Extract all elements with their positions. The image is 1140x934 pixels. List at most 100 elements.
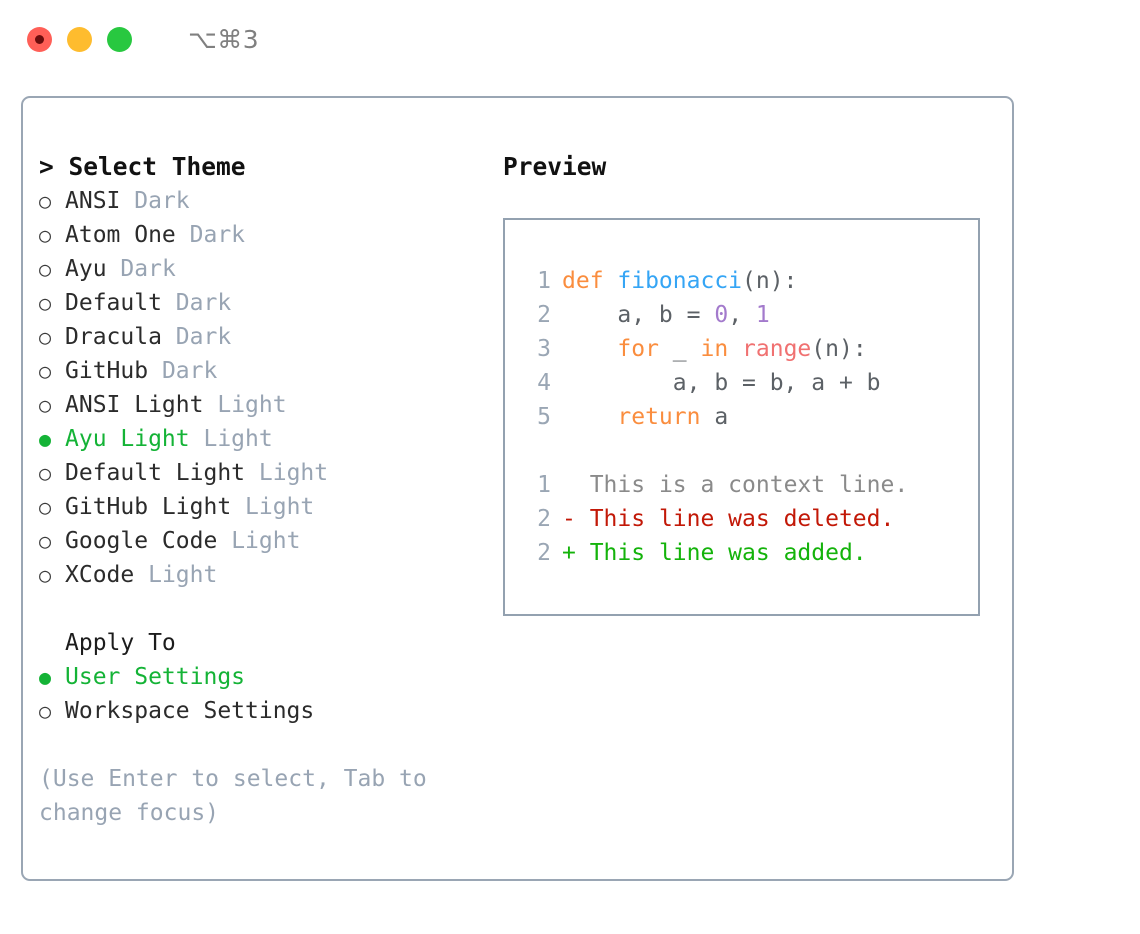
code-token-plain — [728, 336, 742, 362]
theme-option-label: Google Code — [65, 528, 218, 554]
diff-line-text: This line was deleted. — [575, 506, 895, 532]
theme-option-label: GitHub — [65, 358, 149, 384]
theme-option-ayu[interactable]: ○Ayu Dark — [39, 252, 493, 286]
select-theme-heading: > Select Theme — [39, 152, 246, 181]
radio-unselected-icon: ○ — [39, 699, 52, 723]
maximize-button[interactable] — [107, 26, 132, 52]
diff-line-text: This line was added. — [575, 540, 867, 566]
code-token-punc: (n): — [811, 336, 867, 362]
diff-line-add: 2 + This line was added. — [521, 536, 978, 570]
code-token-num: 0 — [714, 302, 729, 328]
diff-marker: - — [562, 506, 576, 532]
apply-to-heading-row: ○ Apply To — [39, 626, 493, 660]
radio-selected-icon: ● — [39, 427, 52, 451]
apply-to-option-label: User Settings — [65, 664, 246, 690]
diff-marker: + — [562, 540, 576, 566]
theme-option-variant-tag: Dark — [134, 188, 190, 214]
theme-option-label: GitHub Light — [65, 494, 232, 520]
radio-unselected-icon: ○ — [39, 325, 52, 349]
theme-option-default[interactable]: ○ Default Dark — [39, 286, 493, 320]
code-token-plain: a — [700, 404, 729, 430]
code-line-content: for _ in range(n): — [562, 332, 867, 366]
theme-option-label: Default Light — [65, 460, 246, 486]
apply-to-heading-indent: ○ — [39, 626, 65, 660]
keyboard-hint-text: (Use Enter to select, Tab to change focu… — [39, 766, 441, 826]
code-line-content: def fibonacci(n): — [562, 264, 797, 298]
settings-card: > Select Theme ○ANSI Dark○Atom One Dark○… — [21, 96, 1014, 881]
theme-option-gap — [190, 422, 204, 456]
preview-heading: Preview — [503, 152, 607, 181]
theme-option-label: Default — [65, 290, 162, 316]
code-token-plain: a, b = b, a + b — [562, 370, 881, 396]
theme-option-variant-tag: Light — [148, 562, 218, 588]
code-token-kw: def — [562, 268, 618, 294]
code-token-plain: _ — [658, 336, 701, 362]
theme-option-label: ANSI — [65, 188, 121, 214]
theme-option-google-code[interactable]: ○Google Code Light — [39, 524, 493, 558]
theme-option-gap — [245, 456, 259, 490]
line-number: 5 — [537, 404, 551, 430]
radio-unselected-icon: ○ — [39, 359, 52, 383]
radio-unselected-icon: ○ — [39, 563, 52, 587]
line-number: 1 — [537, 472, 551, 498]
theme-option-gap — [176, 218, 190, 252]
code-line: 4 a, b = b, a + b — [521, 366, 978, 400]
line-number: 2 — [537, 540, 551, 566]
theme-option-variant-tag: Light — [258, 460, 329, 486]
apply-to-option-list[interactable]: ●User Settings ○ Workspace Settings — [39, 660, 493, 728]
theme-option-dracula[interactable]: ○Dracula Dark — [39, 320, 493, 354]
theme-option-gap — [120, 184, 134, 218]
title-bar: ⌥⌘3 — [0, 0, 1140, 78]
diff-marker — [562, 468, 576, 502]
line-number: 2 — [537, 506, 551, 532]
traffic-light-group — [27, 26, 132, 52]
theme-option-list[interactable]: ○ ANSI Dark ○Atom One Dark○Ayu Dark ○ Defaul… — [39, 184, 493, 592]
theme-option-gap — [107, 252, 121, 286]
radio-unselected-icon: ○ — [39, 461, 52, 485]
line-number: 2 — [537, 302, 551, 328]
theme-option-ansi-light[interactable]: ○ANSI Light Light — [39, 388, 493, 422]
line-number: 4 — [537, 370, 551, 396]
code-token-kw: return — [617, 404, 701, 430]
theme-option-ansi[interactable]: ○ ANSI Dark — [39, 184, 493, 218]
section-spacer — [39, 592, 493, 626]
code-line: 2 a, b = 0, 1 — [521, 298, 978, 332]
theme-option-variant-tag: Dark — [120, 256, 176, 282]
recording-dot-icon — [35, 34, 44, 44]
apply-to-heading: Apply To — [65, 630, 176, 656]
diff-line-ctx: 1 This is a context line. — [521, 468, 978, 502]
theme-option-label: ANSI Light — [65, 392, 204, 418]
theme-option-atom-one[interactable]: ○Atom One Dark — [39, 218, 493, 252]
theme-option-label: Dracula — [65, 324, 162, 350]
radio-unselected-icon: ○ — [39, 529, 52, 553]
apply-to-option-user-settings[interactable]: ●User Settings — [39, 660, 493, 694]
radio-unselected-icon: ○ — [39, 291, 52, 315]
code-token-plain — [562, 404, 617, 430]
theme-option-gap — [217, 524, 231, 558]
minimize-button[interactable] — [67, 26, 92, 52]
theme-option-xcode[interactable]: ○ XCode Light — [39, 558, 493, 592]
apply-to-option-label: Workspace Settings — [65, 698, 315, 724]
theme-option-label: XCode — [65, 562, 135, 588]
close-button[interactable] — [27, 26, 52, 52]
theme-option-gap — [231, 490, 245, 524]
diff-sample: 1 This is a context line. 2- This line wa… — [521, 468, 978, 570]
theme-option-github-light[interactable]: ○GitHub Light Light — [39, 490, 493, 524]
theme-selection-panel: > Select Theme ○ANSI Dark○Atom One Dark○… — [23, 98, 493, 879]
apply-to-option-workspace-settings[interactable]: ○ Workspace Settings — [39, 694, 493, 728]
theme-option-gap — [134, 558, 148, 592]
code-line-content: a, b = 0, 1 — [562, 298, 769, 332]
theme-option-variant-tag: Dark — [175, 290, 232, 316]
radio-unselected-icon: ○ — [39, 189, 52, 213]
theme-option-variant-tag: Light — [217, 392, 287, 418]
theme-option-github[interactable]: ○GitHub Dark — [39, 354, 493, 388]
code-token-plain: , — [728, 302, 756, 328]
theme-option-default-light[interactable]: ○ Default Light Light — [39, 456, 493, 490]
theme-option-ayu-light[interactable]: ●Ayu Light Light — [39, 422, 493, 456]
code-token-call: range — [742, 336, 812, 362]
theme-option-gap — [203, 388, 217, 422]
